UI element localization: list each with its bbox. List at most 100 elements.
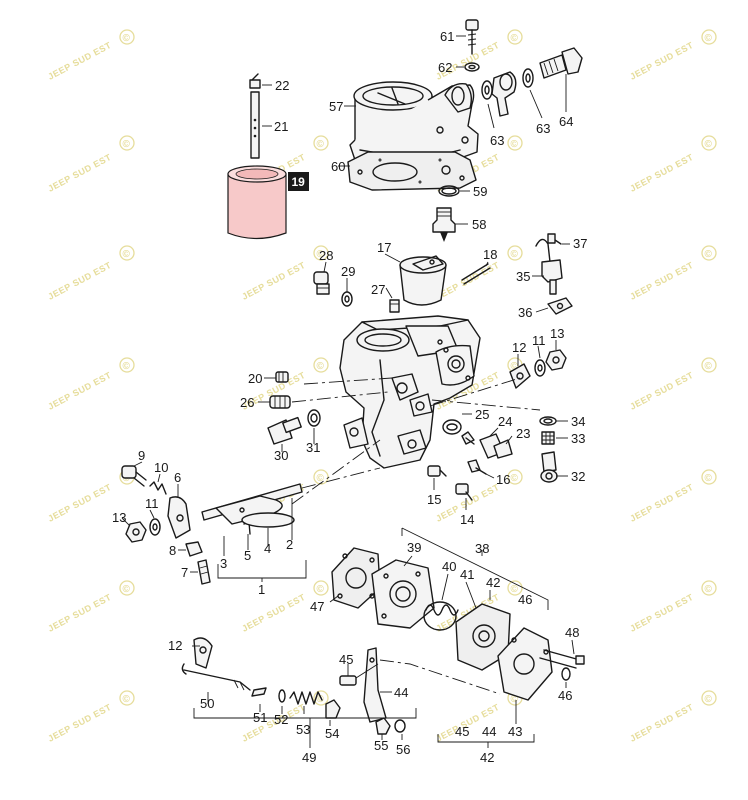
callout-3[interactable]: 3 xyxy=(220,556,227,571)
part-64-banjo-bolt[interactable] xyxy=(539,47,583,79)
callout-58[interactable]: 58 xyxy=(472,217,486,232)
callout-22[interactable]: 22 xyxy=(275,78,289,93)
callout-20[interactable]: 20 xyxy=(248,371,262,386)
part-12-gasket[interactable] xyxy=(509,363,531,389)
callout-63[interactable]: 63 xyxy=(490,133,504,148)
part-37-screw[interactable] xyxy=(547,233,562,245)
callout-42[interactable]: 42 xyxy=(480,750,494,765)
part-32-banjo-bolt[interactable] xyxy=(540,451,558,483)
callout-64[interactable]: 64 xyxy=(559,114,573,129)
callout-35[interactable]: 35 xyxy=(516,269,530,284)
callout-9[interactable]: 9 xyxy=(138,448,145,463)
callout-49[interactable]: 49 xyxy=(302,750,316,765)
part-61-screw[interactable] xyxy=(465,19,479,55)
callout-40[interactable]: 40 xyxy=(442,559,456,574)
callout-6[interactable]: 6 xyxy=(174,470,181,485)
callout-32[interactable]: 32 xyxy=(571,469,585,484)
callout-46[interactable]: 46 xyxy=(558,688,572,703)
callout-29[interactable]: 29 xyxy=(341,264,355,279)
callout-36[interactable]: 36 xyxy=(518,305,532,320)
part-19-venturi-selected[interactable] xyxy=(227,165,287,240)
callout-15[interactable]: 15 xyxy=(427,492,441,507)
part-31-washer[interactable] xyxy=(307,409,321,427)
part-30-jet[interactable] xyxy=(267,416,302,445)
carburetor-body[interactable] xyxy=(339,315,481,469)
part-46-washer[interactable] xyxy=(561,667,571,681)
callout-25[interactable]: 25 xyxy=(475,407,489,422)
part-44-lever[interactable] xyxy=(363,647,387,723)
callout-11[interactable]: 11 xyxy=(532,333,546,348)
callout-45[interactable]: 45 xyxy=(455,724,469,739)
callout-53[interactable]: 53 xyxy=(296,722,310,737)
part-18-float-pin[interactable] xyxy=(461,263,491,285)
part-9-screw[interactable] xyxy=(121,465,147,487)
part-4-throttle-plate[interactable] xyxy=(241,512,295,528)
part-34-washer[interactable] xyxy=(539,416,557,426)
callout-50[interactable]: 50 xyxy=(200,696,214,711)
part-8-clip[interactable] xyxy=(185,541,203,557)
part-11-washer-left[interactable] xyxy=(149,518,161,536)
callout-28[interactable]: 28 xyxy=(319,248,333,263)
callout-63[interactable]: 63 xyxy=(536,121,550,136)
callout-51[interactable]: 51 xyxy=(253,710,267,725)
callout-44[interactable]: 44 xyxy=(482,724,496,739)
part-62-washer[interactable] xyxy=(464,62,480,72)
callout-44[interactable]: 44 xyxy=(394,685,408,700)
part-57-air-horn[interactable] xyxy=(349,81,479,169)
callout-18[interactable]: 18 xyxy=(483,247,497,262)
callout-59[interactable]: 59 xyxy=(473,184,487,199)
callout-43[interactable]: 43 xyxy=(508,724,522,739)
part-51-clip[interactable] xyxy=(251,687,267,697)
part-7-screw[interactable] xyxy=(197,559,211,585)
callout-37[interactable]: 37 xyxy=(573,236,587,251)
callout-7[interactable]: 7 xyxy=(181,565,188,580)
part-27-needle-jet[interactable] xyxy=(389,299,400,313)
callout-38[interactable]: 38 xyxy=(475,541,489,556)
callout-14[interactable]: 14 xyxy=(460,512,474,527)
part-17-float[interactable] xyxy=(399,255,447,306)
part-13-nut[interactable] xyxy=(545,349,567,371)
callout-31[interactable]: 31 xyxy=(306,440,320,455)
callout-2[interactable]: 2 xyxy=(286,537,293,552)
callout-42[interactable]: 42 xyxy=(486,575,500,590)
callout-62[interactable]: 62 xyxy=(438,60,452,75)
part-11-washer[interactable] xyxy=(534,359,546,377)
part-50-pump-rod[interactable] xyxy=(181,663,251,691)
part-22-jet[interactable] xyxy=(249,73,261,89)
callout-12[interactable]: 12 xyxy=(512,340,526,355)
part-12-lever-bottom[interactable] xyxy=(193,637,213,669)
part-63-washer-right[interactable] xyxy=(522,68,534,88)
part-63-washer-left[interactable] xyxy=(481,80,493,100)
callout-13[interactable]: 13 xyxy=(550,326,564,341)
callout-48[interactable]: 48 xyxy=(565,625,579,640)
part-39-pump-housing[interactable] xyxy=(371,559,435,629)
callout-56[interactable]: 56 xyxy=(396,742,410,757)
callout-52[interactable]: 52 xyxy=(274,712,288,727)
part-26-jet[interactable] xyxy=(269,395,291,409)
callout-16[interactable]: 16 xyxy=(496,472,510,487)
callout-5[interactable]: 5 xyxy=(244,548,251,563)
callout-19-selected[interactable]: 19 xyxy=(292,175,306,189)
callout-11[interactable]: 11 xyxy=(145,496,159,511)
part-20-jet[interactable] xyxy=(275,371,289,383)
part-15-screw[interactable] xyxy=(427,465,447,477)
part-43-pump-cover[interactable] xyxy=(497,627,553,701)
part-41-diaphragm[interactable] xyxy=(455,603,511,671)
part-48-screws[interactable] xyxy=(539,649,585,669)
part-36-gasket[interactable] xyxy=(547,297,573,315)
callout-39[interactable]: 39 xyxy=(407,540,421,555)
callout-55[interactable]: 55 xyxy=(374,738,388,753)
callout-17[interactable]: 17 xyxy=(377,240,391,255)
part-63-banjo-fitting[interactable] xyxy=(491,71,517,117)
callout-47[interactable]: 47 xyxy=(310,599,324,614)
callout-30[interactable]: 30 xyxy=(274,448,288,463)
callout-34[interactable]: 34 xyxy=(571,414,585,429)
callout-1[interactable]: 1 xyxy=(258,582,265,597)
part-55-nut[interactable] xyxy=(375,717,391,735)
callout-41[interactable]: 41 xyxy=(460,567,474,582)
callout-27[interactable]: 27 xyxy=(371,282,385,297)
callout-26[interactable]: 26 xyxy=(240,395,254,410)
part-21-emulsion-tube[interactable] xyxy=(250,91,260,159)
part-25-washer[interactable] xyxy=(442,419,462,435)
part-13-nut-left[interactable] xyxy=(125,521,147,543)
